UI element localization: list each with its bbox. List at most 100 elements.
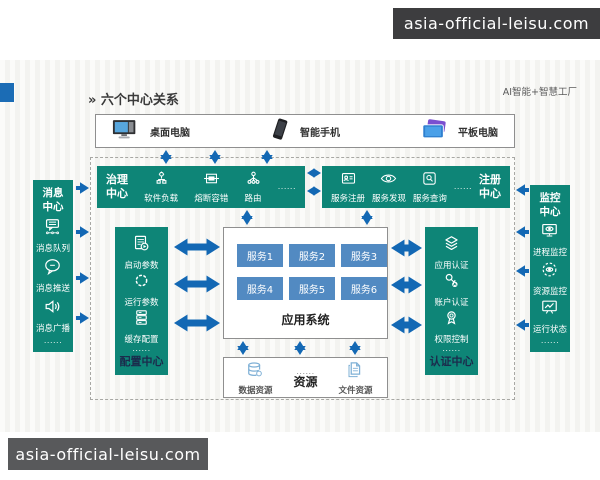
- tagline: AI智能+智慧工厂: [502, 87, 577, 98]
- auth-center-box: 应用认证 账户认证 权限控制 ...... 认证中心: [425, 227, 478, 375]
- monitoring-center-box: 监控 中心 进程监控 资源监控 运行状态 ......: [530, 185, 570, 352]
- item-label: 软件负载: [144, 194, 179, 204]
- item-label: 消息队列: [35, 244, 70, 255]
- devices-box: 桌面电脑 智能手机 平板电脑: [95, 114, 515, 148]
- governance-item-software-load: 软件负载: [144, 170, 178, 204]
- page-title: » 六个中心关系: [88, 93, 179, 108]
- load-balance-icon: [153, 170, 170, 191]
- governance-item-routing: 路由: [245, 170, 262, 204]
- resources-title-group: ...... 资源: [293, 367, 318, 389]
- core-dashed-container: [90, 157, 515, 400]
- resource-monitor-icon: [540, 260, 559, 283]
- device-label: 智能手机: [300, 127, 340, 139]
- governance-center-title: 治理 中心: [106, 173, 128, 201]
- auth-item-permission-control: 权限控制: [434, 308, 469, 345]
- device-label: 桌面电脑: [150, 127, 190, 139]
- auth-item-account-auth: 账户认证: [434, 271, 469, 308]
- message-queue-icon: [43, 217, 62, 240]
- item-label: 资源监控: [532, 286, 567, 297]
- registration-center-title: 注册 中心: [479, 173, 501, 201]
- item-label: 运行状态: [532, 325, 567, 336]
- startup-params-icon: [132, 234, 151, 257]
- message-center-box: 消息 中心 消息队列 消息推送 消息广播 ......: [33, 180, 73, 352]
- circuit-breaker-icon: [203, 170, 220, 191]
- item-label: 数据资源: [238, 385, 273, 396]
- governance-center-box: 治理 中心 软件负载 熔断容错 路由 ......: [97, 166, 305, 208]
- registration-center-box: 服务注册 服务发现 服务查询 ...... 注册 中心: [322, 166, 510, 208]
- top-watermark-text: asia-official-leisu.com: [403, 14, 590, 33]
- auth-center-title: 认证中心: [429, 355, 474, 368]
- application-system-box: 服务1 服务2 服务3 服务4 服务5 服务6 应用系统: [223, 227, 388, 339]
- route-icon: [245, 170, 262, 191]
- item-label: 运行参数: [124, 298, 159, 308]
- id-card-icon: [340, 170, 357, 191]
- title-line: 中心: [42, 200, 64, 213]
- ellipsis: ......: [132, 344, 151, 353]
- item-label: 文件资源: [338, 385, 373, 396]
- resources-label: 资源: [293, 374, 318, 389]
- resources-item-data: 数据资源: [238, 360, 273, 396]
- service-chip: 服务3: [341, 244, 387, 267]
- smartphone-icon: [270, 117, 290, 145]
- title-line: 消息: [42, 187, 64, 199]
- resources-item-file: 文件资源: [338, 360, 373, 396]
- item-label: 缓存配置: [124, 335, 159, 345]
- registration-item-service-register: 服务注册: [331, 170, 365, 204]
- title-line: 中心: [106, 187, 128, 200]
- ellipsis: ......: [453, 182, 473, 191]
- resources-box: 数据资源 ...... 资源 文件资源: [223, 357, 388, 398]
- item-label: 服务发现: [371, 194, 406, 204]
- layers-icon: [442, 234, 461, 257]
- title-line: 中心: [539, 205, 561, 218]
- title-line: 注册: [479, 173, 501, 187]
- service-chip: 服务4: [237, 277, 283, 300]
- files-icon: [345, 360, 365, 384]
- title-line: 治理: [106, 173, 128, 187]
- item-label: 启动参数: [124, 261, 159, 271]
- service-chip: 服务1: [237, 244, 283, 267]
- key-icon: [442, 271, 461, 294]
- ellipsis: ......: [442, 344, 461, 353]
- title-line: 监控: [539, 192, 561, 204]
- item-label: 熔断容错: [194, 194, 229, 204]
- bottom-watermark-text: asia-official-leisu.com: [15, 444, 201, 464]
- registration-item-service-query: 服务查询: [413, 170, 447, 204]
- ellipsis: ......: [277, 182, 296, 191]
- message-item-broadcast: 消息广播: [36, 297, 70, 334]
- service-chip: 服务2: [289, 244, 335, 267]
- item-label: 服务注册: [331, 194, 366, 204]
- item-label: 服务查询: [412, 194, 447, 204]
- config-center-box: 启动参数 运行参数 缓存配置 ...... 配置中心: [115, 227, 168, 375]
- ellipsis: ......: [540, 335, 560, 345]
- message-item-push: 消息推送: [36, 257, 70, 294]
- item-label: 账户认证: [434, 298, 469, 308]
- ellipsis: ......: [43, 335, 63, 345]
- monitoring-item-resource: 资源监控: [533, 260, 567, 297]
- registration-item-service-discovery: 服务发现: [372, 170, 406, 204]
- eye-icon: [380, 170, 397, 191]
- item-label: 路由: [244, 194, 262, 204]
- config-item-running-params: 运行参数: [124, 271, 159, 308]
- broadcast-icon: [43, 297, 62, 320]
- top-watermark-banner: asia-official-leisu.com: [393, 8, 600, 39]
- database-icon: [245, 360, 265, 384]
- title-line: 中心: [479, 187, 501, 200]
- governance-item-circuit-breaker: 熔断容错: [194, 170, 228, 204]
- item-label: 权限控制: [434, 335, 469, 345]
- device-smartphone: 智能手机: [270, 117, 340, 145]
- message-push-icon: [43, 257, 62, 280]
- config-item-startup-params: 启动参数: [124, 234, 159, 271]
- search-icon: [421, 170, 438, 191]
- item-label: 消息广播: [35, 324, 70, 335]
- application-system-label: 应用系统: [281, 313, 330, 327]
- device-label: 平板电脑: [458, 127, 498, 139]
- bottom-watermark-banner: asia-official-leisu.com: [8, 438, 208, 470]
- auth-item-app-auth: 应用认证: [434, 234, 469, 271]
- device-tablet: 平板电脑: [420, 118, 498, 144]
- medal-icon: [442, 308, 461, 331]
- item-label: 进程监控: [532, 247, 567, 258]
- monitoring-item-process: 进程监控: [533, 221, 567, 258]
- config-item-cache-config: 缓存配置: [124, 308, 159, 345]
- config-center-title: 配置中心: [119, 355, 164, 368]
- monitoring-item-run-status: 运行状态: [533, 298, 567, 335]
